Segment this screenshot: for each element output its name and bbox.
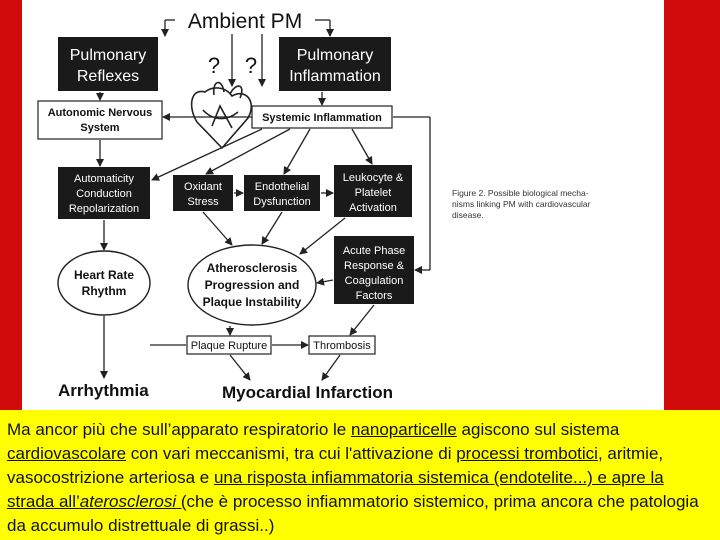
atherosclerosis-label-2: Progression and <box>205 278 300 292</box>
autonomic-nervous-system-box <box>37 100 163 140</box>
leukocyte-label-2: Platelet <box>355 187 392 199</box>
endothelial-dysfunction-box <box>244 175 320 211</box>
autonomic-label-2: System <box>80 122 119 134</box>
caption-seg-5: con vari meccanismi, tra cui l'attivazio… <box>126 444 457 463</box>
pulmonary-reflexes-label-1: Pulmonary <box>70 47 146 64</box>
diagram-title: Ambient PM <box>188 10 302 33</box>
figure-caption-line-3: disease. <box>452 210 484 220</box>
acute-phase-box <box>334 236 414 304</box>
automaticity-label-3: Repolarization <box>69 203 139 215</box>
leukocyte-label-1: Leukocyte & <box>343 172 404 184</box>
endothelial-label-2: Dysfunction <box>253 196 310 208</box>
arrhythmia-label: Arrhythmia <box>58 381 149 400</box>
autonomic-label-1: Autonomic Nervous <box>48 107 153 119</box>
oxidant-stress-label-2: Stress <box>187 196 219 208</box>
acute-phase-label-2: Response & <box>344 260 405 272</box>
pulmonary-inflammation-box <box>279 37 391 91</box>
pulmonary-inflammation-label-2: Inflammation <box>289 68 381 85</box>
caption-risposta-infiammatoria: una risposta infiammatoria sistemica (en… <box>7 468 664 511</box>
figure-caption-line-1: Figure 2. Possible biological mecha- <box>452 188 589 198</box>
automaticity-label-1: Automaticity <box>74 173 134 185</box>
pulmonary-inflammation-label-1: Pulmonary <box>297 47 373 64</box>
pulmonary-reflexes-label-2: Reflexes <box>77 68 139 85</box>
oxidant-stress-label-1: Oxidant <box>184 181 222 193</box>
left-red-border <box>0 0 22 540</box>
diagram-figure: Ambient PM ? ? Pulmonary Reflexes Pulmon… <box>22 0 664 410</box>
leukocyte-activation-box <box>334 165 412 217</box>
atherosclerosis-label-3: Plaque Instability <box>203 295 302 309</box>
caption-seg-10: ( <box>176 492 187 511</box>
plaque-rupture-label: Plaque Rupture <box>191 340 267 352</box>
oxidant-stress-box <box>173 175 233 211</box>
systemic-inflammation-label: Systemic Inflammation <box>262 112 382 124</box>
caption-seg-7: , aritmie, vasocostrizione arteriosa e <box>7 444 664 487</box>
caption-seg-3: agiscono sul sistema <box>456 420 620 439</box>
thrombosis-label: Thrombosis <box>313 340 371 352</box>
acute-phase-label-4: Factors <box>356 290 393 302</box>
question-mark-left: ? <box>208 53 220 78</box>
plaque-rupture-box <box>186 335 272 355</box>
heart-rate-rhythm-ellipse <box>57 250 151 316</box>
question-mark-right: ? <box>245 53 257 78</box>
caption-seg-1: Ma ancor più che sull’apparato respirato… <box>7 420 351 439</box>
leukocyte-label-3: Activation <box>349 202 397 214</box>
acute-phase-label-1: Acute Phase <box>343 245 405 257</box>
caption-nanoparticelle: nanoparticelle <box>350 420 457 439</box>
heart-rate-label-1: Heart Rate <box>74 268 134 282</box>
figure-caption-line-2: nisms linking PM with cardiovascular <box>452 199 591 209</box>
myocardial-infarction-label: Myocardial Infarction <box>222 383 393 402</box>
automaticity-box <box>58 167 150 219</box>
automaticity-label-2: Conduction <box>76 188 132 200</box>
atherosclerosis-label-1: Atherosclerosis <box>207 261 298 275</box>
pulmonary-reflexes-box <box>58 37 158 91</box>
thrombosis-box <box>308 335 376 355</box>
acute-phase-label-3: Coagulation <box>345 275 404 287</box>
atherosclerosis-ellipse <box>187 244 317 326</box>
diagram-svg: Ambient PM ? ? Pulmonary Reflexes Pulmon… <box>37 10 591 402</box>
endothelial-label-1: Endothelial <box>255 181 309 193</box>
caption-box: Ma ancor più che sull’apparato respirato… <box>0 410 720 540</box>
caption-processi-trombotici: processi trombotici <box>456 444 598 463</box>
heart-icon <box>190 81 253 150</box>
connector-arrows <box>96 19 431 381</box>
caption-text: Ma ancor più che sull’apparato respirato… <box>7 418 713 538</box>
caption-aterosclerosi: aterosclerosi <box>79 492 177 511</box>
caption-cardiovascolare: cardiovascolare <box>7 444 127 463</box>
heart-rate-label-2: Rhythm <box>82 284 127 298</box>
caption-seg-11: che è processo infiammatorio sistemico, … <box>7 492 699 535</box>
